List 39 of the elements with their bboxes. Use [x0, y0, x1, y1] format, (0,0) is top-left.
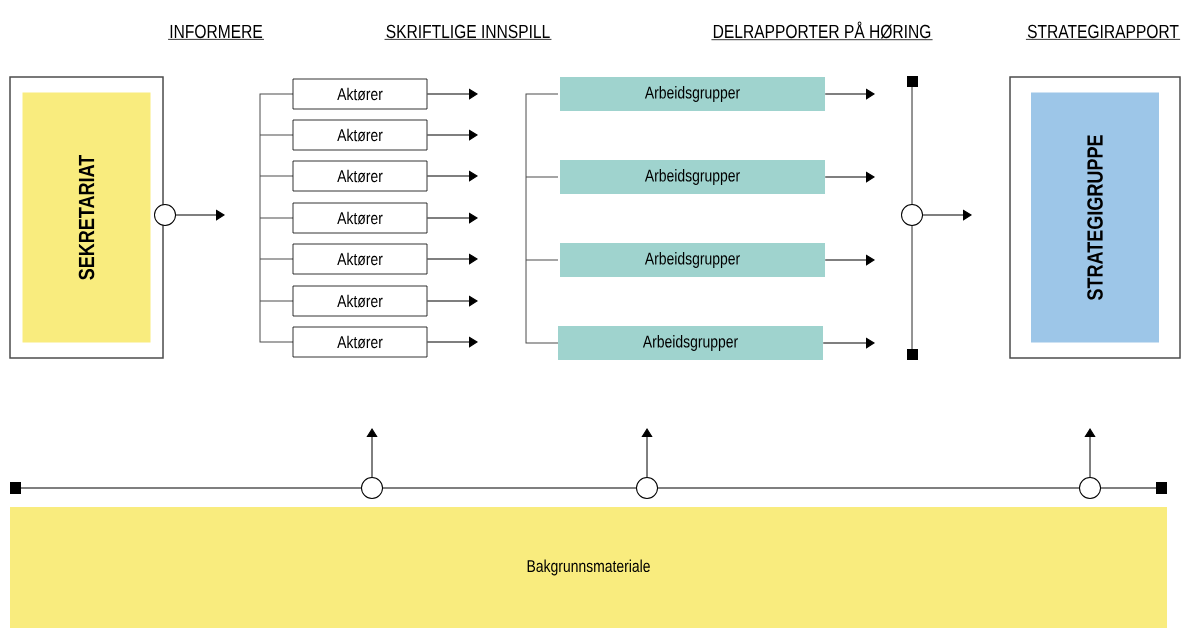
arrow [824, 171, 875, 183]
arrow [824, 254, 875, 266]
group-box: SEKRETARIAT [9, 76, 164, 359]
actor-box: Aktører [292, 160, 428, 192]
junction-circle [361, 477, 383, 499]
arrow [426, 253, 478, 265]
arrow [426, 336, 478, 348]
heading: INFORMERE [167, 24, 265, 40]
actor-box: Aktører [292, 285, 428, 317]
arrow [426, 170, 478, 182]
arrow [426, 295, 478, 307]
arrow [426, 212, 478, 224]
group-box: Arbeidsgrupper [560, 160, 825, 194]
junction-circle [636, 477, 658, 499]
heading: SKRIFTLIGE INNSPILL [384, 24, 552, 40]
junction-circle [1079, 477, 1101, 499]
background-band: Bakgrunnsmateriale [10, 507, 1167, 628]
arrow [641, 428, 653, 478]
group-box: Arbeidsgrupper [558, 326, 823, 360]
arrow [175, 209, 225, 221]
actor-box: Aktører [292, 119, 428, 151]
actor-box: Aktører [292, 78, 428, 110]
arrow [426, 129, 478, 141]
heading: STRATEGIRAPPORT [1025, 24, 1181, 40]
actor-box: Aktører [292, 243, 428, 275]
arrow [824, 88, 875, 100]
heading: DELRAPPORTER PÅ HØRING [711, 21, 933, 41]
arrow [366, 428, 378, 478]
actor-box: Aktører [292, 326, 428, 358]
arrow [922, 209, 972, 221]
arrow [426, 88, 478, 100]
arrow [1084, 428, 1096, 478]
actor-box: Aktører [292, 202, 428, 234]
group-box: STRATEGIGRUPPE [1009, 76, 1181, 359]
group-box: Arbeidsgrupper [560, 243, 825, 277]
group-box: Arbeidsgrupper [560, 77, 825, 111]
junction-circle [901, 204, 923, 226]
arrow [822, 337, 875, 349]
junction-circle [154, 204, 176, 226]
